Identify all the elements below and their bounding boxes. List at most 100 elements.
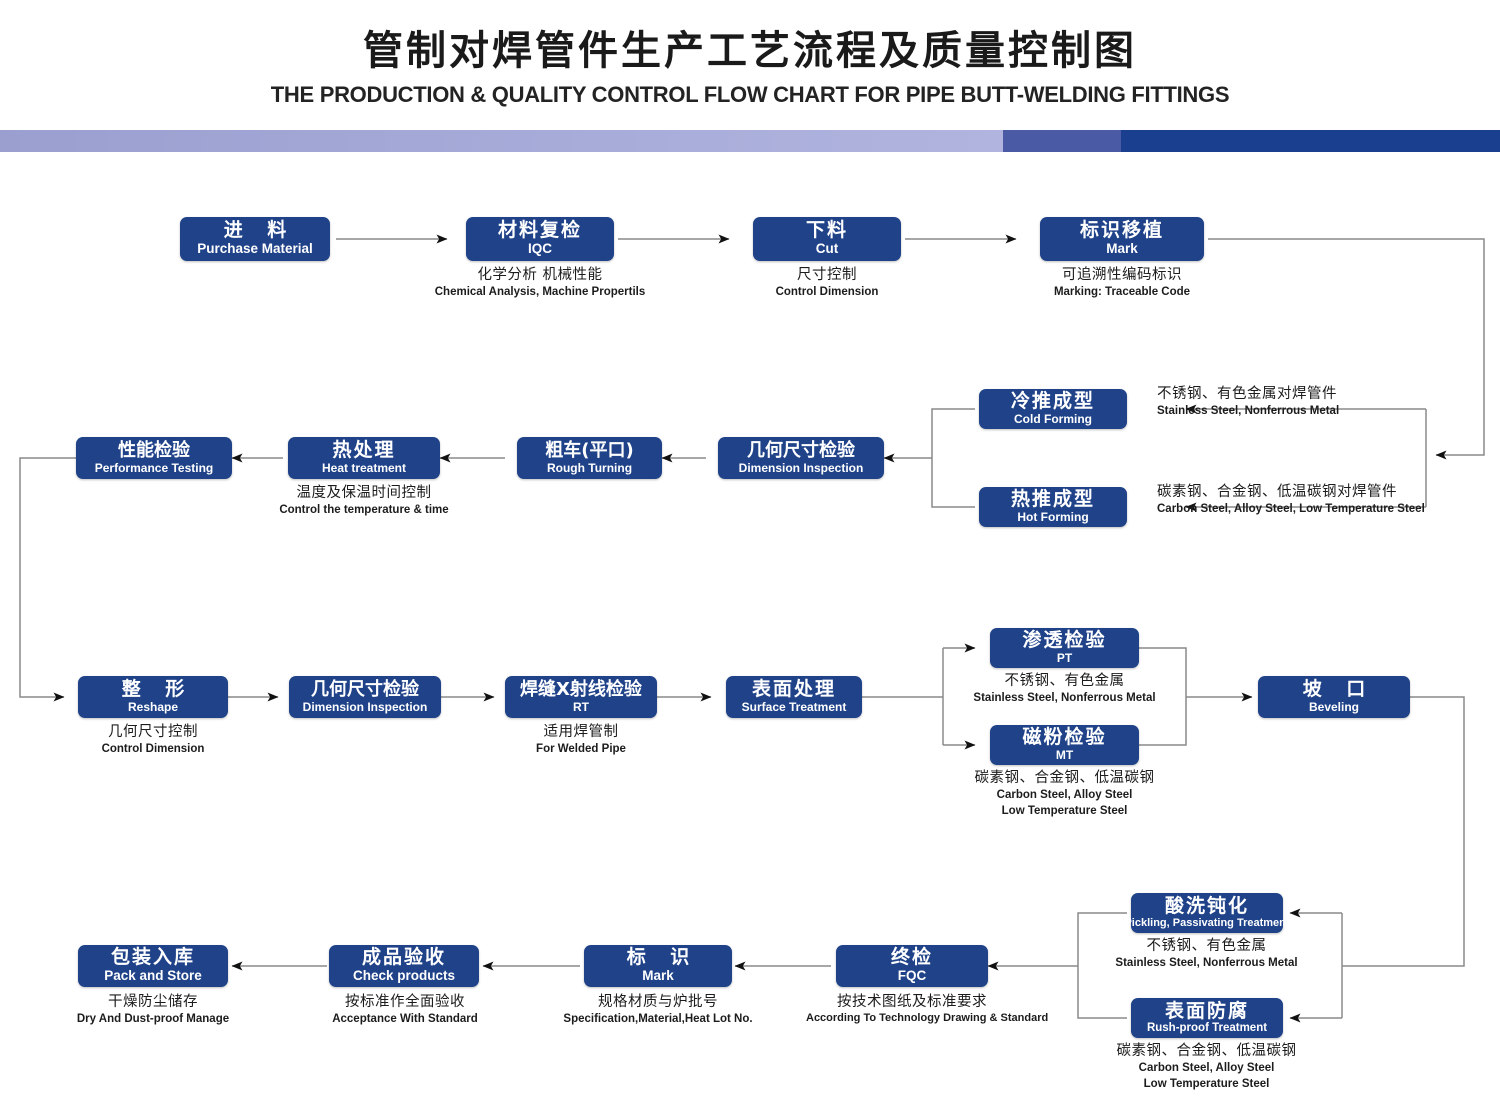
caption-en: Control Dimension: [775, 286, 879, 299]
node-hot-forming[interactable]: 热推成型 Hot Forming: [979, 487, 1127, 527]
node-label-en: Pack and Store: [104, 968, 202, 984]
caption-en: Carbon Steel, Alloy Steel: [996, 789, 1133, 802]
caption-cn: 化学分析 机械性能: [477, 267, 603, 283]
caption-mark-transplant: 可追溯性编码标识 Marking: Traceable Code: [1007, 266, 1237, 300]
node-rush-proof-treatment[interactable]: 表面防腐 Rush-proof Treatment: [1131, 998, 1283, 1038]
caption-cn: 温度及保温时间控制: [296, 485, 432, 501]
node-label-cn: 热推成型: [1010, 488, 1095, 511]
node-fqc[interactable]: 终检 FQC: [836, 945, 988, 987]
node-check-products[interactable]: 成品验收 Check products: [329, 945, 479, 987]
caption-en-2: Low Temperature Steel: [1001, 804, 1128, 817]
node-label-en: Purchase Material: [197, 241, 313, 257]
caption-rush-proof: 碳素钢、合金钢、低温碳钢 Carbon Steel, Alloy Steel L…: [1094, 1042, 1319, 1091]
node-label-en: PT: [1056, 651, 1073, 666]
node-label-cn: 材料复检: [497, 219, 582, 242]
caption-cn: 不锈钢、有色金属: [1146, 938, 1267, 954]
node-label-cn: 成品验收: [361, 946, 446, 969]
node-label-en: Beveling: [1308, 700, 1359, 715]
node-reshape[interactable]: 整 形 Reshape: [78, 676, 228, 718]
caption-cn: 几何尺寸控制: [108, 724, 198, 740]
caption-cut: 尺寸控制 Control Dimension: [727, 266, 927, 300]
node-mark-final[interactable]: 标 识 Mark: [584, 945, 732, 987]
node-label-cn: 几何尺寸检验: [311, 678, 419, 700]
node-label-en: Cold Forming: [1014, 412, 1092, 427]
caption-heat-treatment: 温度及保温时间控制 Control the temperature & time: [253, 484, 475, 518]
edge-label-cn: 不锈钢、有色金属对焊管件: [1157, 386, 1337, 402]
page-title-cn: 管制对焊管件生产工艺流程及质量控制图: [363, 28, 1137, 74]
caption-cn: 尺寸控制: [797, 267, 857, 283]
node-label-cn: 焊缝X射线检验: [520, 678, 642, 700]
node-label-cn: 表面处理: [751, 678, 836, 701]
caption-weld-rt: 适用焊管制 For Welded Pipe: [496, 723, 666, 757]
edge-label-en: Carbon Steel, Alloy Steel, Low Temperatu…: [1157, 503, 1425, 516]
caption-reshape: 几何尺寸控制 Control Dimension: [58, 723, 248, 757]
node-label-en: Cut: [815, 241, 839, 257]
caption-cn: 干燥防尘储存: [108, 994, 198, 1010]
node-label-cn: 进 料: [223, 219, 296, 242]
caption-mt: 碳素钢、合金钢、低温碳钢 Carbon Steel, Alloy Steel L…: [952, 769, 1177, 818]
caption-en: Stainless Steel, Nonferrous Metal: [973, 692, 1156, 705]
caption-mark-final: 规格材质与炉批号 Specification,Material,Heat Lot…: [555, 993, 761, 1027]
caption-en: Acceptance With Standard: [332, 1013, 478, 1026]
node-label-cn: 热处理: [332, 439, 396, 462]
node-pickling-passivating[interactable]: 酸洗钝化 Pickling, Passivating Treatment: [1124, 893, 1290, 933]
node-label-en: Mark: [1106, 241, 1138, 257]
caption-en: Stainless Steel, Nonferrous Metal: [1115, 957, 1298, 970]
caption-cn: 碳素钢、合金钢、低温碳钢: [1116, 1043, 1297, 1059]
node-label-en: Heat treatment: [321, 461, 407, 476]
node-mark-transplant[interactable]: 标识移植 Mark: [1040, 217, 1204, 261]
node-label-cn: 坡 口: [1302, 678, 1375, 701]
node-label-cn: 性能检验: [118, 439, 190, 461]
caption-en: Dry And Dust-proof Manage: [76, 1013, 230, 1026]
node-dimension-inspection-2[interactable]: 几何尺寸检验 Dimension Inspection: [289, 676, 441, 718]
caption-cn: 规格材质与炉批号: [598, 994, 718, 1010]
node-label-en: RT: [573, 699, 589, 714]
node-iqc[interactable]: 材料复检 IQC: [466, 217, 614, 261]
node-label-en: Rough Turning: [546, 460, 633, 475]
caption-en: Chemical Analysis, Machine Propertils: [434, 286, 646, 299]
node-purchase-material[interactable]: 进 料 Purchase Material: [180, 217, 330, 261]
node-surface-treatment[interactable]: 表面处理 Surface Treatment: [726, 676, 862, 718]
node-label-cn: 几何尺寸检验: [747, 439, 855, 461]
node-label-cn: 终检: [890, 946, 933, 969]
node-label-en: Surface Treatment: [741, 700, 847, 715]
node-heat-treatment[interactable]: 热处理 Heat treatment: [288, 437, 440, 479]
node-label-en: Rush-proof Treatment: [1146, 1022, 1268, 1035]
caption-iqc: 化学分析 机械性能 Chemical Analysis, Machine Pro…: [390, 266, 690, 300]
node-mt[interactable]: 磁粉检验 MT: [990, 725, 1139, 765]
caption-cn: 碳素钢、合金钢、低温碳钢: [974, 770, 1155, 786]
node-label-en: Mark: [642, 968, 674, 984]
node-dimension-inspection-1[interactable]: 几何尺寸检验 Dimension Inspection: [718, 437, 884, 479]
node-weld-rt[interactable]: 焊缝X射线检验 RT: [505, 676, 657, 718]
caption-en: Control Dimension: [101, 743, 205, 756]
caption-en-2: Low Temperature Steel: [1143, 1077, 1270, 1090]
caption-pack-and-store: 干燥防尘储存 Dry And Dust-proof Manage: [50, 993, 256, 1027]
node-cold-forming[interactable]: 冷推成型 Cold Forming: [979, 389, 1127, 429]
node-label-cn: 下料: [805, 219, 848, 242]
node-label-cn: 表面防腐: [1164, 999, 1249, 1022]
node-cut[interactable]: 下料 Cut: [753, 217, 901, 261]
node-performance-testing[interactable]: 性能检验 Performance Testing: [76, 437, 232, 479]
node-label-cn: 标识移植: [1079, 219, 1164, 242]
edge-label-en: Stainless Steel, Nonferrous Metal: [1157, 405, 1340, 418]
caption-pickling: 不锈钢、有色金属 Stainless Steel, Nonferrous Met…: [1104, 937, 1309, 971]
node-label-en: Hot Forming: [1017, 510, 1089, 525]
caption-en: Marking: Traceable Code: [1053, 286, 1191, 299]
node-rough-turning[interactable]: 粗车(平口) Rough Turning: [517, 437, 662, 479]
node-pt[interactable]: 渗透检验 PT: [990, 628, 1139, 668]
node-pack-and-store[interactable]: 包装入库 Pack and Store: [78, 945, 228, 987]
header-bar-segment-light: [0, 130, 1003, 152]
caption-cn: 适用焊管制: [543, 724, 619, 740]
node-label-cn: 渗透检验: [1022, 629, 1107, 652]
node-label-en: Pickling, Passivating Treatment: [1124, 916, 1290, 929]
caption-en: Carbon Steel, Alloy Steel: [1138, 1062, 1275, 1075]
node-beveling[interactable]: 坡 口 Beveling: [1258, 676, 1410, 718]
node-label-cn: 粗车(平口): [545, 439, 634, 461]
edge-label-cn: 碳素钢、合金钢、低温碳钢对焊管件: [1157, 484, 1397, 500]
node-label-en: Dimension Inspection: [302, 699, 428, 714]
node-label-cn: 包装入库: [110, 946, 195, 969]
caption-cn: 不锈钢、有色金属: [1004, 673, 1125, 689]
node-label-en: MT: [1055, 748, 1074, 763]
